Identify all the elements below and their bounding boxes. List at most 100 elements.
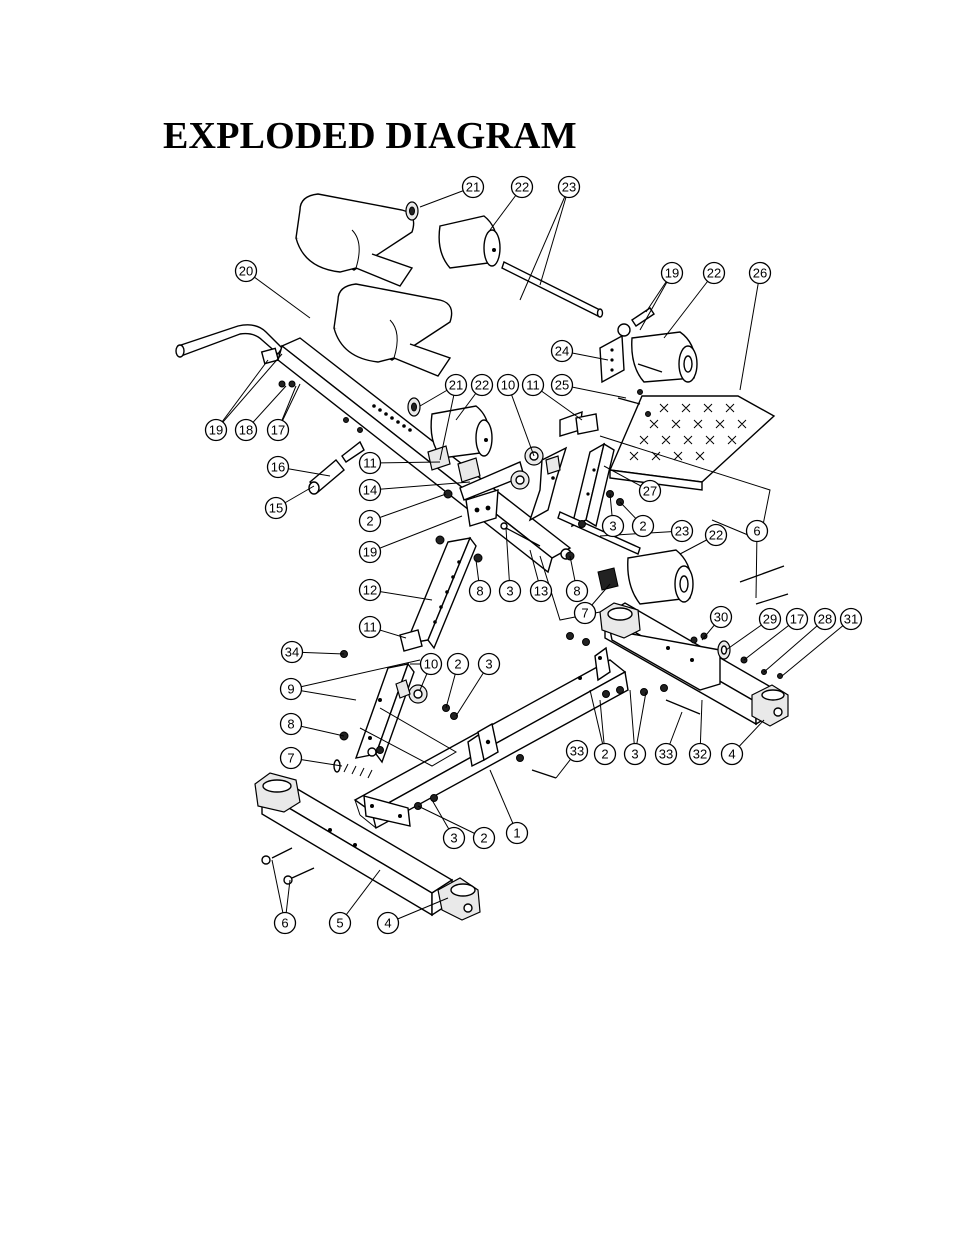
callout-23: 23 [672,521,693,542]
callout-19: 19 [662,263,683,284]
svg-text:28: 28 [818,612,832,627]
callout-22: 22 [704,263,725,284]
callout-18: 18 [236,420,257,441]
callout-3: 3 [479,654,500,675]
front-upright-tube [356,664,414,762]
svg-text:34: 34 [285,645,299,660]
svg-text:33: 33 [570,744,584,759]
svg-text:4: 4 [728,747,735,762]
callout-30: 30 [711,607,732,628]
svg-text:26: 26 [753,266,767,281]
svg-text:17: 17 [271,423,285,438]
callout-10: 10 [421,654,442,675]
callout-4: 4 [722,744,743,765]
svg-text:2: 2 [454,657,461,672]
svg-text:21: 21 [449,378,463,393]
svg-text:9: 9 [287,682,294,697]
svg-text:7: 7 [287,751,294,766]
svg-text:19: 19 [665,266,679,281]
washer-21-top [406,202,418,220]
svg-text:25: 25 [555,378,569,393]
svg-text:11: 11 [363,456,377,471]
svg-text:3: 3 [450,831,457,846]
pop-pin-top [618,308,654,336]
callout-23: 23 [559,177,580,198]
end-cap-front-left [255,773,300,812]
callout-11: 11 [360,453,381,474]
svg-text:17: 17 [790,612,804,627]
svg-text:15: 15 [269,501,283,516]
callout-33: 33 [656,744,677,765]
svg-text:32: 32 [693,747,707,762]
svg-text:3: 3 [631,747,638,762]
callout-1: 1 [507,823,528,844]
svg-text:2: 2 [366,514,373,529]
axle-rod [502,262,603,317]
callout-14: 14 [360,480,381,501]
svg-text:31: 31 [844,612,858,627]
svg-text:29: 29 [763,612,777,627]
callout-8: 8 [470,581,491,602]
callout-22: 22 [706,525,727,546]
spring-7-lower [334,760,372,778]
callout-27: 27 [640,481,661,502]
callout-29: 29 [760,609,781,630]
svg-text:6: 6 [753,524,760,539]
callout-19: 19 [360,542,381,563]
callout-3: 3 [603,516,624,537]
callout-11: 11 [523,375,544,396]
svg-text:27: 27 [643,484,657,499]
svg-text:22: 22 [709,528,723,543]
callout-16: 16 [268,457,289,478]
callout-28: 28 [815,609,836,630]
roller-pad-bottom [628,550,693,604]
callout-32: 32 [690,744,711,765]
callout-leader [246,271,310,318]
callout-5: 5 [330,913,351,934]
svg-text:23: 23 [562,180,576,195]
svg-text:22: 22 [707,266,721,281]
callout-leader [540,187,569,285]
callout-2: 2 [448,654,469,675]
svg-text:21: 21 [466,180,480,195]
callout-leader [216,360,268,430]
callout-33: 33 [567,741,588,762]
svg-text:2: 2 [639,519,646,534]
svg-text:11: 11 [363,620,377,635]
callout-leader [370,494,446,521]
callout-2: 2 [595,744,616,765]
svg-text:16: 16 [271,460,285,475]
handle-bar [176,325,282,364]
callout-4: 4 [378,913,399,934]
svg-text:8: 8 [573,584,580,599]
callout-17: 17 [787,609,808,630]
callout-24: 24 [552,341,573,362]
svg-text:3: 3 [506,584,513,599]
svg-text:22: 22 [515,180,529,195]
callout-9: 9 [281,679,302,700]
back-pad-upper [296,194,414,286]
svg-text:22: 22 [475,378,489,393]
callout-7: 7 [575,603,596,624]
roller-pad-rear [632,332,697,382]
callout-3: 3 [500,581,521,602]
svg-text:7: 7 [581,606,588,621]
svg-text:10: 10 [424,657,438,672]
svg-text:11: 11 [526,378,540,393]
callout-8: 8 [567,581,588,602]
svg-text:10: 10 [501,378,515,393]
roller-pad-top [439,216,500,268]
callout-21: 21 [463,177,484,198]
back-pad-lower [334,284,452,376]
svg-text:12: 12 [363,583,377,598]
callout-19: 19 [206,420,227,441]
callout-6: 6 [275,913,296,934]
callout-34: 34 [282,642,303,663]
svg-text:33: 33 [659,747,673,762]
svg-text:2: 2 [601,747,608,762]
svg-text:23: 23 [675,524,689,539]
callout-26: 26 [750,263,771,284]
callout-2: 2 [360,511,381,532]
